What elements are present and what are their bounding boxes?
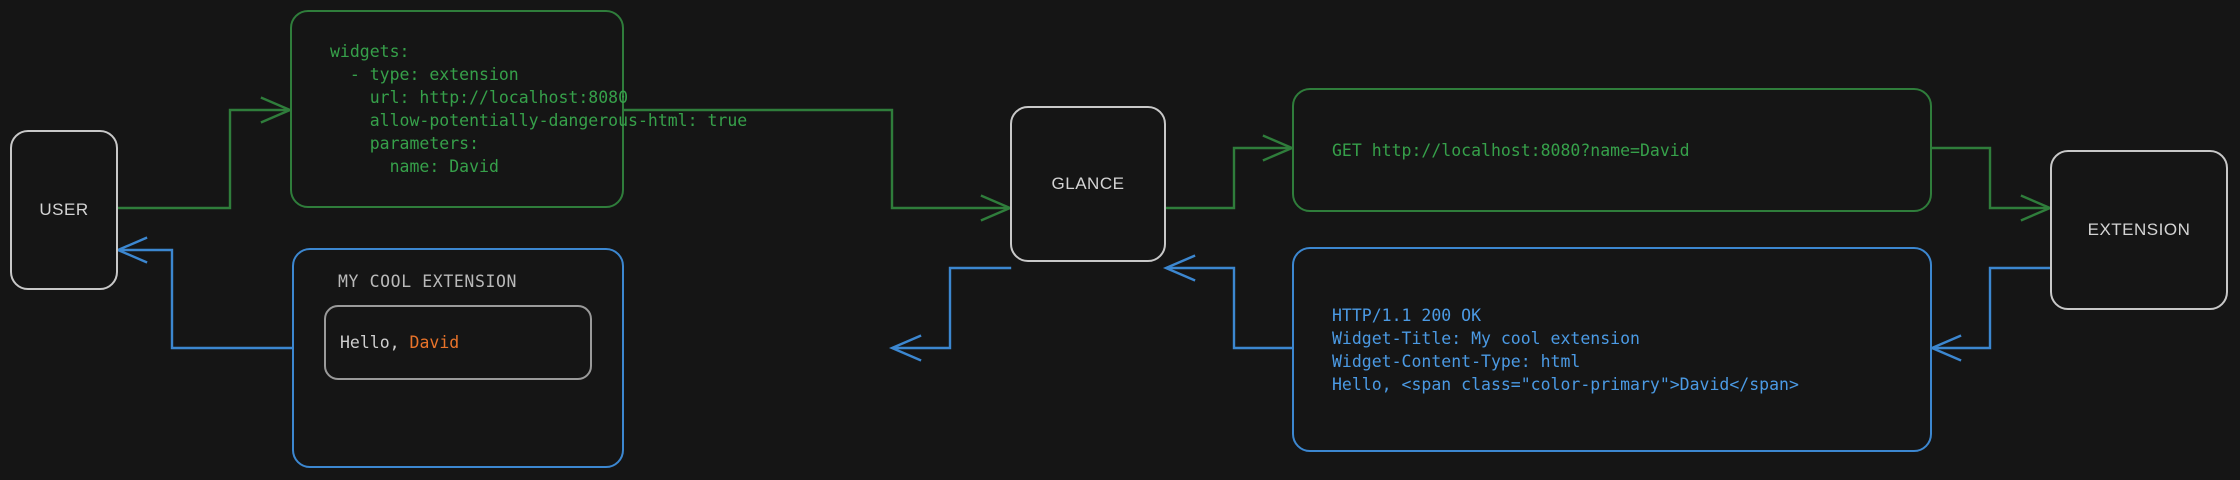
node-extension-label: EXTENSION [2087,220,2191,239]
node-user-label: USER [39,200,89,219]
flow-extension-to-response [1928,266,2052,362]
http-response-headers: HTTP/1.1 200 OK Widget-Title: My cool ex… [1332,305,1640,371]
flow-response-to-glance [1162,254,1294,350]
flow-request-to-extension [1930,146,2054,222]
widget-greeting-prefix: Hello, [340,333,410,352]
node-user[interactable]: USER [10,130,118,290]
flow-user-to-config [116,96,294,210]
http-request-text: GET http://localhost:8080?name=David [1332,140,1690,160]
flow-widget-to-user [114,236,294,350]
http-request-box[interactable]: GET http://localhost:8080?name=David [1292,88,1932,212]
node-glance-label: GLANCE [1051,174,1125,193]
node-extension[interactable]: EXTENSION [2050,150,2228,310]
flow-glance-to-widget [888,266,1012,362]
rendered-widget-box[interactable]: MY COOL EXTENSION Hello, David [292,248,624,468]
flow-glance-to-request [1164,134,1296,210]
widget-greeting-name: David [409,333,460,352]
http-response-body: Hello, <span class="color-primary">David… [1332,374,1799,394]
config-yaml-box[interactable]: widgets: - type: extension url: http://l… [290,10,748,208]
config-yaml-text: widgets: - type: extension url: http://l… [330,42,748,176]
http-response-box[interactable]: HTTP/1.1 200 OK Widget-Title: My cool ex… [1292,247,1932,452]
node-glance[interactable]: GLANCE [1010,106,1166,262]
rendered-widget-title: MY COOL EXTENSION [338,272,518,291]
rendered-widget-body: Hello, David [324,305,592,380]
